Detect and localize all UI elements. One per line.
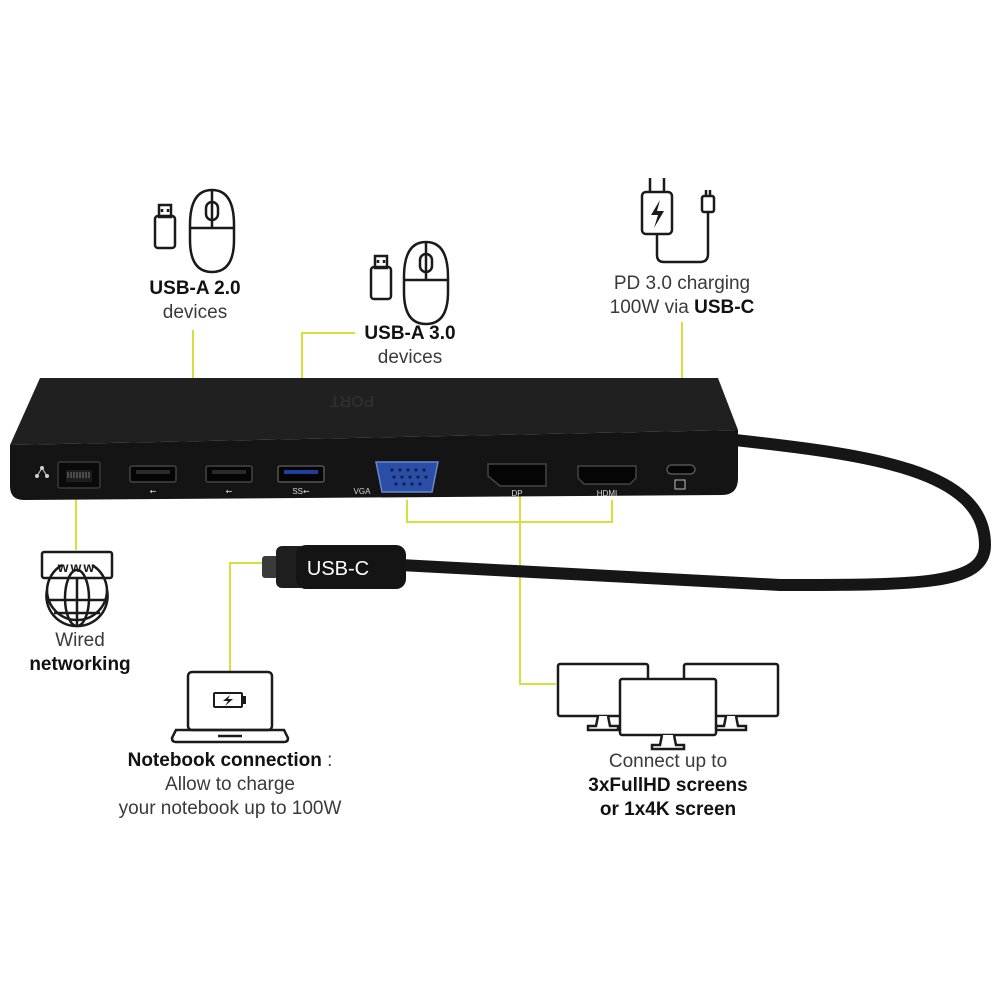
- usb-icon: ⇜: [150, 487, 157, 496]
- wired-caption: Wired networking: [10, 629, 150, 677]
- screens-line2: 3xFullHD screens: [588, 774, 748, 796]
- callout-notebook: [229, 562, 270, 671]
- screens-line3: or 1x4K screen: [599, 798, 737, 820]
- pd-line2-prefix: 100W via: [609, 296, 695, 318]
- usb-c-plug-body: [296, 545, 406, 589]
- usb-stick-icon: [369, 254, 393, 301]
- mouse-icon: [402, 240, 450, 326]
- vga-port: VGA: [354, 461, 439, 496]
- battery-charge-icon: [213, 692, 246, 708]
- usb-a2-port-2: ⇜: [205, 465, 253, 496]
- notebook-line2: Allow to charge: [165, 773, 295, 795]
- usb-c-plug-tip: [262, 556, 278, 578]
- notebook-title-suffix: :: [321, 750, 333, 771]
- vga-label: VGA: [354, 487, 372, 496]
- pd-line1: PD 3.0 charging: [613, 273, 751, 294]
- usb-stick-icon: [153, 203, 177, 250]
- dock-front: [10, 430, 738, 500]
- notebook-line3: your notebook up to 100W: [118, 797, 342, 819]
- monitor-icon: [618, 677, 718, 751]
- displayport-port: DP: [487, 463, 547, 498]
- globe-icon: www: [40, 550, 114, 628]
- mouse-icon: [188, 188, 236, 274]
- screens-line1: Connect up to: [608, 751, 728, 772]
- callout-screens: [519, 522, 556, 685]
- usb-a3-title: USB-A 3.0: [364, 323, 456, 344]
- usb-a2-title: USB-A 2.0: [149, 278, 241, 299]
- usb-c-plug-label: USB-C: [307, 558, 369, 580]
- hdmi-port: HDMI: [577, 465, 637, 498]
- usb-a2-sub: devices: [162, 301, 228, 323]
- screens-caption: Connect up to 3xFullHD screens or 1x4K s…: [548, 750, 788, 821]
- laptop-icon: [170, 670, 290, 744]
- usb-a2-caption: USB-A 2.0 devices: [120, 277, 270, 325]
- dock-top: [10, 378, 738, 445]
- notebook-title: Notebook connection: [127, 750, 322, 771]
- callout-lines: [75, 322, 683, 685]
- usb-a3-port: SS⇜: [277, 465, 325, 496]
- usb-c-cable: [394, 434, 992, 592]
- hdmi-label: HDMI: [597, 489, 617, 498]
- pd-line2-bold: USB-C: [694, 296, 755, 318]
- ethernet-port: [57, 461, 101, 489]
- svg-text:PORT: PORT: [330, 392, 375, 409]
- usb-a2-port-1: ⇜: [129, 465, 177, 496]
- pd-caption: PD 3.0 charging 100W via USB-C: [582, 272, 782, 320]
- usb-a3-sub: devices: [377, 346, 443, 368]
- usb-icon: ⇜: [226, 487, 233, 496]
- usb-a3-caption: USB-A 3.0 devices: [335, 322, 485, 370]
- usb-c-pd-port: [666, 464, 696, 490]
- wired-line2: networking: [29, 653, 131, 675]
- www-label: www: [57, 559, 97, 575]
- ss-usb-icon: SS⇜: [292, 487, 310, 496]
- dock-device: PORT ⇜ ⇜: [10, 378, 738, 500]
- wired-line1: Wired: [55, 630, 105, 651]
- dp-label: DP: [511, 489, 522, 498]
- callout-video-bar: [406, 500, 613, 523]
- charger-icon: [640, 178, 716, 264]
- network-port-icon: [35, 466, 49, 478]
- notebook-caption: Notebook connection : Allow to charge yo…: [70, 749, 390, 820]
- brand-mark: PORT: [330, 392, 375, 409]
- usb-c-plug: USB-C: [262, 545, 406, 589]
